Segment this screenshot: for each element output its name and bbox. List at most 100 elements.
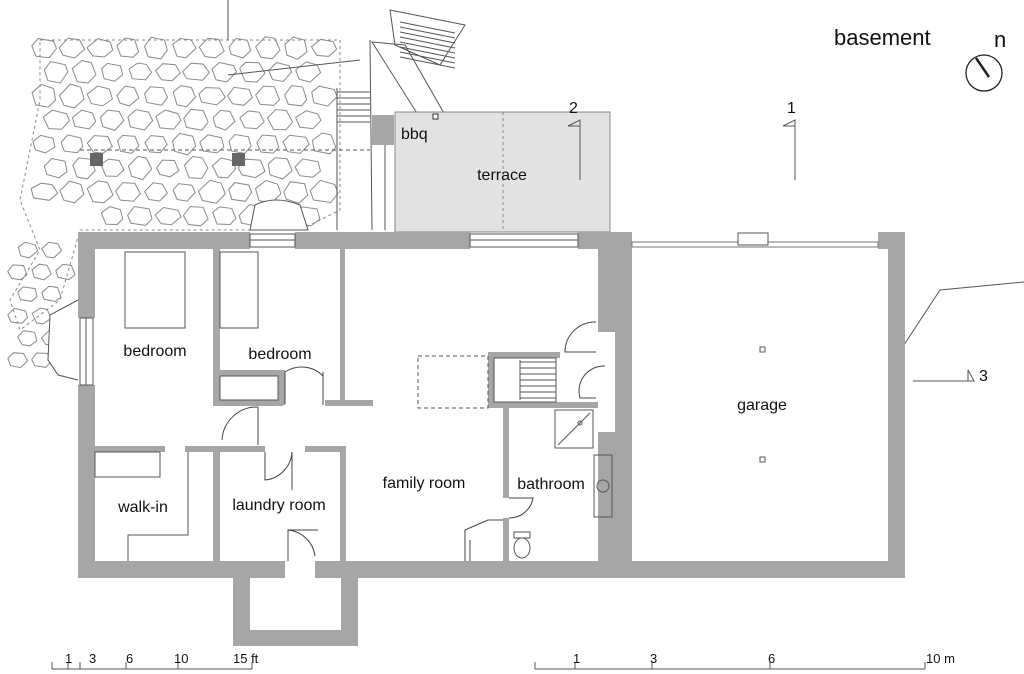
stone-shape (32, 134, 56, 154)
stone-shape (256, 134, 280, 154)
stone-shape (60, 134, 84, 154)
stone-shape (266, 109, 294, 131)
stone-shape (115, 182, 141, 202)
stone-shape (144, 86, 169, 106)
stone-wall-area (7, 0, 370, 369)
post-marker (90, 153, 103, 166)
stone-shape (86, 135, 113, 154)
stair-tread (399, 21, 456, 34)
stone-shape (58, 83, 85, 109)
stone-shape (127, 155, 153, 181)
stone-shape (31, 83, 57, 108)
stone-shape (7, 307, 29, 324)
scale-ft-15: 15 ft (233, 651, 259, 666)
stone-shape (127, 205, 153, 226)
stone-shape (237, 158, 266, 179)
scale-m-3: 3 (650, 651, 657, 666)
stair-tread (399, 41, 456, 54)
stone-shape (239, 61, 266, 83)
scale-m-6: 6 (768, 651, 775, 666)
stone-shape (86, 38, 114, 58)
scale-m-10: 10 m (926, 651, 955, 666)
stair-tread (399, 36, 456, 49)
room-label-garage: garage (737, 397, 787, 414)
stone-shape (154, 206, 182, 226)
stone-shape (309, 179, 339, 204)
stone-shape (255, 85, 281, 106)
room-label-bedroom-2: bedroom (248, 346, 311, 363)
stone-shape (181, 62, 210, 81)
doors (221, 321, 606, 561)
stone-shape (143, 182, 169, 202)
stone-shape (199, 134, 225, 154)
stone-shape (284, 85, 308, 107)
section-marker-1: 1 (782, 100, 796, 180)
stone-shape (311, 132, 337, 155)
stone-shape (86, 85, 113, 107)
stone-shape (228, 37, 252, 59)
stone-shape (183, 108, 209, 131)
window-well (47, 299, 79, 381)
stone-shape (211, 61, 237, 83)
scale-ft-10: 10 (174, 651, 188, 666)
stone-shape (228, 133, 252, 155)
stone-shape (144, 36, 168, 60)
stone-shape (42, 109, 70, 130)
plan-title: basement (834, 25, 931, 50)
stone-shape (58, 37, 86, 59)
stone-shape (41, 285, 62, 303)
walls (78, 232, 905, 646)
room-label-walk-in: walk-in (117, 499, 168, 516)
section-marker-3: 3 (913, 368, 988, 385)
stone-shape (310, 38, 338, 57)
stone-shape (43, 157, 68, 179)
stone-shape (31, 38, 58, 59)
stone-shape (86, 180, 114, 204)
stone-shape (144, 135, 168, 154)
stone-shape (182, 206, 209, 227)
stair-tread (399, 46, 456, 59)
stone-shape (100, 158, 125, 177)
stone-shape (294, 158, 321, 178)
stone-shape (41, 241, 63, 259)
terrace-area (47, 111, 611, 381)
stair-tread (399, 51, 456, 64)
north-label: n (994, 27, 1006, 52)
stone-shape (7, 352, 29, 369)
scale-ft-6: 6 (126, 651, 133, 666)
scale-bar-meters: 1 3 6 10 m (534, 651, 955, 670)
stone-shape (172, 183, 196, 202)
post-marker (232, 153, 245, 166)
stone-shape (31, 352, 53, 368)
stone-shape (183, 155, 209, 179)
room-label-bbq: bbq (401, 126, 428, 143)
stone-shape (212, 109, 236, 131)
stone-shape (156, 159, 180, 178)
stone-shape (155, 109, 182, 130)
stone-shape (17, 241, 39, 259)
stone-shape (31, 307, 52, 325)
stone-shape (17, 286, 38, 302)
stone-shape (311, 85, 338, 107)
stone-shape (197, 179, 226, 204)
light-well (249, 199, 309, 231)
stair-tread (399, 31, 456, 44)
stone-shape (7, 264, 28, 281)
stone-shape (172, 37, 197, 59)
stone-shape (282, 134, 310, 154)
stone-shape (116, 37, 140, 58)
stone-shape (154, 63, 182, 82)
stone-shape (255, 36, 281, 60)
stair-tread (399, 56, 456, 69)
stone-shape (31, 263, 52, 281)
north-arrow-icon (965, 54, 1003, 92)
stone-shape (228, 182, 253, 202)
stone-shape (43, 60, 69, 84)
stair-tread (399, 26, 456, 39)
room-label-family-room: family room (383, 475, 466, 492)
stone-shape (30, 182, 59, 201)
stone-shape (71, 59, 97, 84)
room-label-bathroom: bathroom (517, 476, 585, 493)
stone-shape (55, 263, 76, 281)
